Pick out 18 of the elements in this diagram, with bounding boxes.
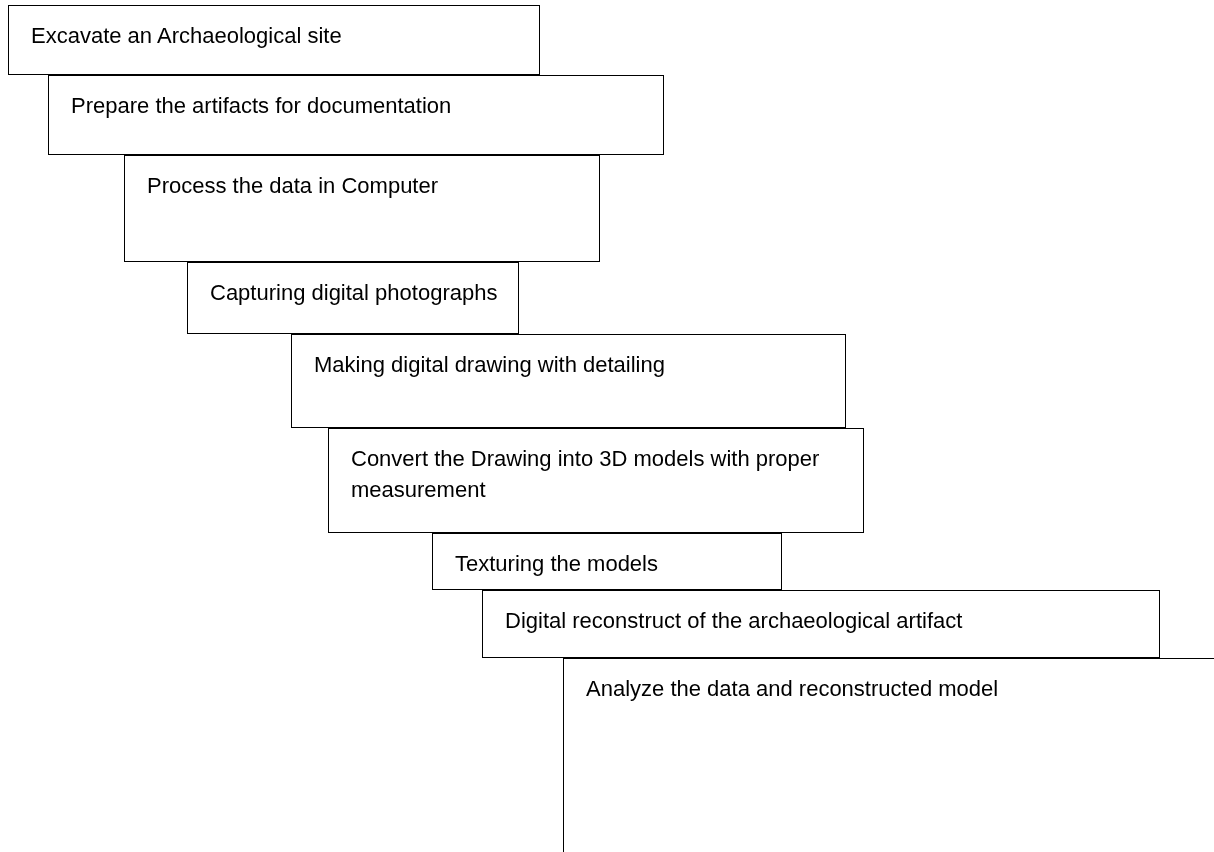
process-box xyxy=(48,75,664,155)
step-text: Digital reconstruct of the archaeological artifact xyxy=(505,607,964,635)
process-box xyxy=(8,5,540,75)
step-text: Convert the Drawing into 3D models with proper measurement xyxy=(351,445,821,504)
step-text: Texturing the models xyxy=(455,550,659,578)
process-box xyxy=(187,262,519,334)
step-text: Capturing digital photographs xyxy=(210,279,499,307)
step-text: Making digital drawing with detailing xyxy=(314,351,666,379)
process-box xyxy=(482,590,1160,658)
process-box xyxy=(124,155,600,262)
process-box xyxy=(328,428,864,533)
process-box xyxy=(291,334,846,428)
step-text: Prepare the artifacts for documentation xyxy=(71,92,453,120)
step-text: Analyze the data and reconstructed model xyxy=(586,675,1000,703)
process-box xyxy=(432,533,782,590)
process-box xyxy=(563,658,1214,852)
step-text: Excavate an Archaeological site xyxy=(31,22,343,50)
step-text: Process the data in Computer xyxy=(147,172,440,200)
